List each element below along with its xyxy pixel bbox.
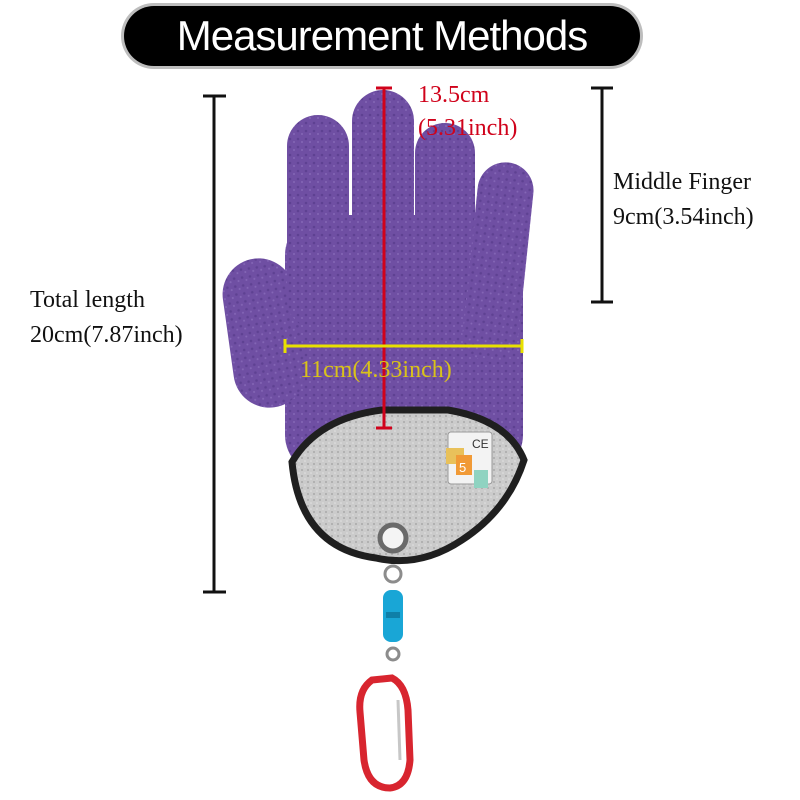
palm-length-inch: (5.31inch) xyxy=(418,115,518,141)
middle-finger-value: 9cm(3.54inch) xyxy=(613,204,754,230)
grommet-icon xyxy=(377,522,409,554)
palm-length-cm: 13.5cm xyxy=(418,82,490,108)
size-badge: 5 xyxy=(459,460,466,475)
palm-width-line xyxy=(283,339,524,353)
ce-mark: CE xyxy=(472,437,489,451)
palm-length-line xyxy=(376,86,392,430)
glove-cuff: 5 CE xyxy=(288,406,528,565)
split-ring-icon xyxy=(383,564,403,584)
lanyard-clip xyxy=(356,564,414,792)
size-label-tag: 5 CE xyxy=(446,431,493,488)
middle-finger-label: Middle Finger xyxy=(613,169,751,195)
total-length-value: 20cm(7.87inch) xyxy=(30,322,183,348)
palm-width-value: 11cm(4.33inch) xyxy=(300,357,452,383)
page-title: Measurement Methods xyxy=(176,12,589,59)
total-length-bracket xyxy=(203,94,226,594)
title-banner: Measurement Methods xyxy=(124,6,640,66)
total-length-label: Total length xyxy=(30,287,145,313)
carabiner-icon xyxy=(356,674,414,792)
middle-finger-bracket xyxy=(591,86,613,304)
